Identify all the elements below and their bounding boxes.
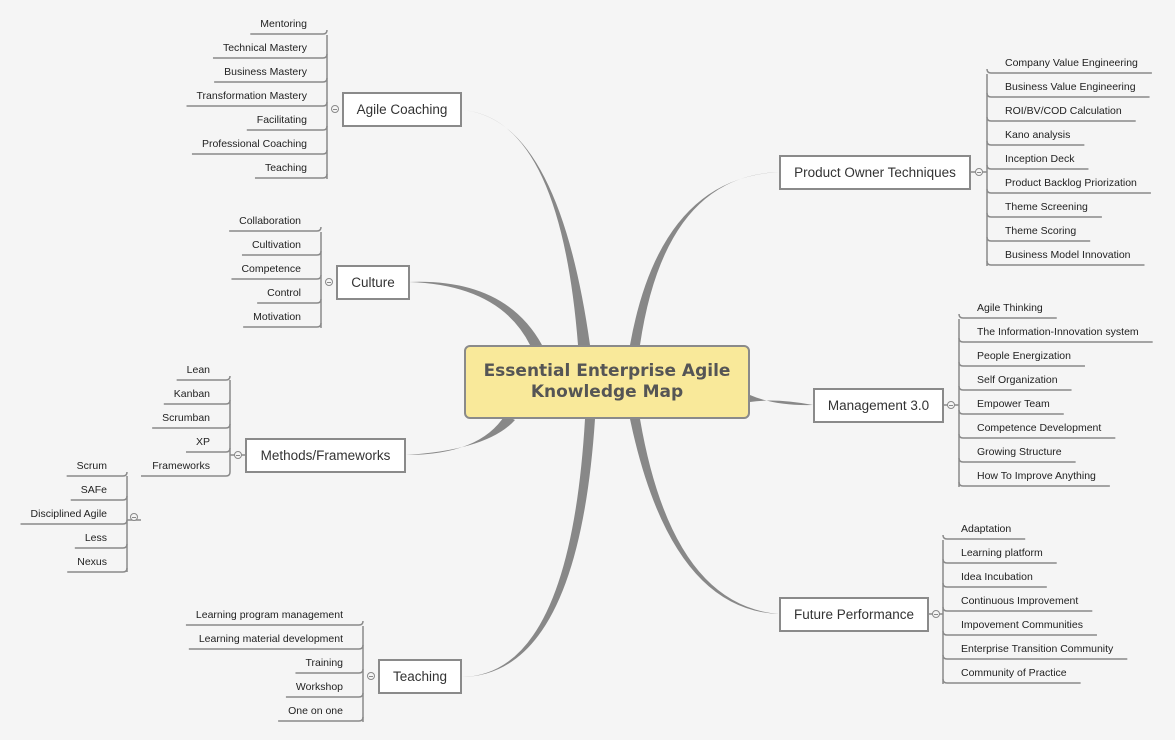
methods-item[interactable]: Lean (186, 364, 210, 376)
management-item[interactable]: Agile Thinking (977, 302, 1043, 314)
management-collapse-toggle[interactable] (947, 401, 955, 409)
culture-item[interactable]: Control (267, 287, 301, 299)
topic-management-3[interactable]: Management 3.0 (813, 388, 944, 423)
future-item[interactable]: Community of Practice (961, 667, 1067, 679)
topic-teaching[interactable]: Teaching (378, 659, 462, 694)
topic-culture[interactable]: Culture (336, 265, 410, 300)
product_owner-item[interactable]: Theme Scoring (1005, 225, 1077, 237)
management-item[interactable]: How To Improve Anything (977, 470, 1096, 482)
frameworks-item[interactable]: Disciplined Agile (30, 508, 107, 520)
management-item[interactable]: Self Organization (977, 374, 1058, 386)
central-topic-line1: Essential Enterprise Agile (483, 361, 731, 381)
future-item[interactable]: Adaptation (961, 523, 1012, 535)
frameworks-item[interactable]: Nexus (77, 556, 107, 568)
product_owner-collapse-toggle[interactable] (975, 168, 983, 176)
topic-future-performance[interactable]: Future Performance (779, 597, 929, 632)
management-item[interactable]: Growing Structure (977, 446, 1062, 458)
product_owner-item[interactable]: Theme Screening (1005, 201, 1088, 213)
culture-item[interactable]: Cultivation (251, 239, 301, 251)
management-item[interactable]: Empower Team (977, 398, 1050, 410)
future-item[interactable]: Learning platform (961, 547, 1043, 559)
teaching-item[interactable]: Learning program management (195, 609, 343, 621)
product_owner-item[interactable]: Kano analysis (1005, 129, 1071, 141)
agile_coaching-item[interactable]: Teaching (264, 162, 307, 174)
methods-item[interactable]: XP (195, 436, 210, 448)
teaching-collapse-toggle[interactable] (367, 672, 375, 680)
management-item[interactable]: The Information-Innovation system (977, 326, 1139, 338)
product_owner-item[interactable]: Company Value Engineering (1005, 57, 1138, 69)
methods-collapse-toggle[interactable] (234, 451, 242, 459)
methods-item[interactable]: Scrumban (162, 412, 210, 424)
agile_coaching-collapse-toggle[interactable] (331, 105, 339, 113)
topic-product-owner-techniques[interactable]: Product Owner Techniques (779, 155, 971, 190)
teaching-item[interactable]: One on one (288, 705, 343, 717)
frameworks-item[interactable]: SAFe (80, 484, 107, 496)
methods-item[interactable]: Frameworks (152, 460, 210, 472)
future-collapse-toggle[interactable] (932, 610, 940, 618)
product_owner-item[interactable]: Business Model Innovation (1005, 249, 1131, 261)
future-item[interactable]: Idea Incubation (961, 571, 1033, 583)
culture-item[interactable]: Motivation (253, 311, 301, 323)
agile_coaching-item[interactable]: Facilitating (256, 114, 307, 126)
agile_coaching-item[interactable]: Technical Mastery (222, 42, 307, 54)
culture-item[interactable]: Collaboration (239, 215, 301, 227)
future-item[interactable]: Enterprise Transition Community (961, 643, 1114, 655)
agile_coaching-item[interactable]: Transformation Mastery (196, 90, 307, 102)
culture-collapse-toggle[interactable] (325, 278, 333, 286)
management-item[interactable]: People Energization (977, 350, 1071, 362)
central-topic-line2: Knowledge Map (530, 382, 684, 402)
product_owner-item[interactable]: Inception Deck (1005, 153, 1075, 165)
product_owner-item[interactable]: Product Backlog Priorization (1005, 177, 1137, 189)
frameworks-item[interactable]: Less (84, 532, 107, 544)
product_owner-item[interactable]: Business Value Engineering (1005, 81, 1136, 93)
future-item[interactable]: Impovement Communities (961, 619, 1083, 631)
agile_coaching-item[interactable]: Mentoring (260, 18, 307, 30)
teaching-item[interactable]: Learning material development (198, 633, 343, 645)
agile_coaching-item[interactable]: Professional Coaching (201, 138, 307, 150)
methods-item[interactable]: Kanban (173, 388, 210, 400)
central-topic[interactable]: Essential Enterprise Agile Knowledge Map (464, 345, 750, 419)
teaching-item[interactable]: Training (305, 657, 343, 669)
culture-item[interactable]: Competence (241, 263, 301, 275)
frameworks-collapse-toggle[interactable] (130, 513, 138, 521)
topic-methods-frameworks[interactable]: Methods/Frameworks (245, 438, 406, 473)
topic-agile-coaching[interactable]: Agile Coaching (342, 92, 462, 127)
frameworks-item[interactable]: Scrum (76, 460, 107, 472)
agile_coaching-item[interactable]: Business Mastery (224, 66, 307, 78)
management-item[interactable]: Competence Development (977, 422, 1102, 434)
teaching-item[interactable]: Workshop (295, 681, 343, 693)
product_owner-item[interactable]: ROI/BV/COD Calculation (1005, 105, 1122, 117)
future-item[interactable]: Continuous Improvement (961, 595, 1079, 607)
